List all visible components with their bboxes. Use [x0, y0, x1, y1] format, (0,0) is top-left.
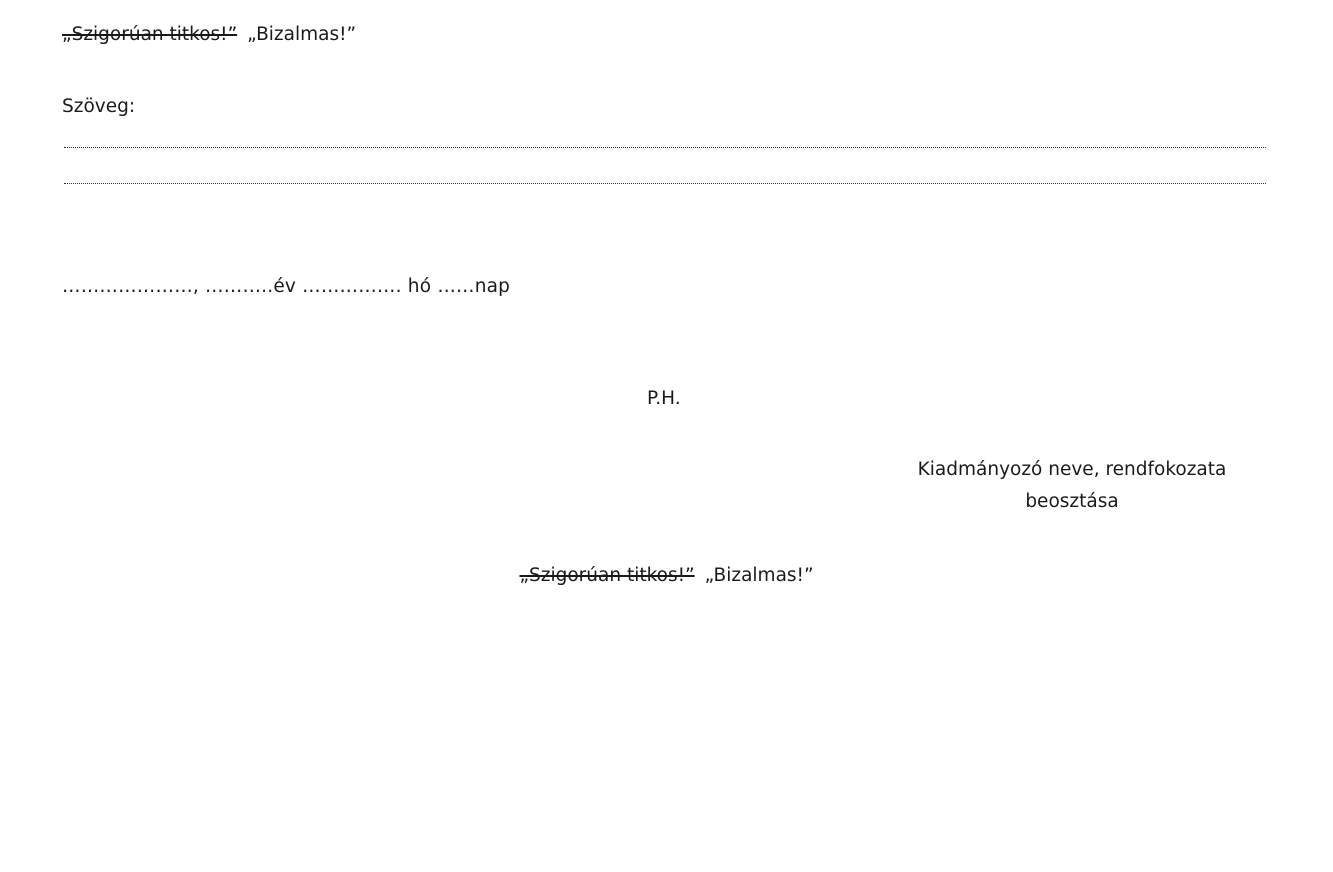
text-label: Szöveg: [62, 96, 136, 117]
signatory-name-rank: Kiadmányozó neve, rendfokozata [917, 459, 1227, 480]
text-dotted-line-2 [64, 183, 1266, 184]
classification-struck: „Szigorúan titkos!” [62, 24, 238, 45]
footer-classification: „Szigorúan titkos!” „Bizalmas!” [0, 565, 1333, 587]
classification-active: „Bizalmas!” [247, 24, 357, 45]
signatory-position: beosztása [1025, 491, 1119, 512]
text-dotted-line-1 [64, 147, 1266, 148]
classification-active: „Bizalmas!” [704, 565, 814, 586]
stamp-placeholder: P.H. [647, 388, 681, 409]
classification-struck: „Szigorúan titkos!” [519, 565, 695, 586]
signatory-block: Kiadmányozó neve, rendfokozata beosztása [880, 454, 1264, 518]
date-line: …………………, ………..év ……………. hó ……nap [62, 276, 511, 297]
header-classification: „Szigorúan titkos!” „Bizalmas!” [62, 24, 356, 46]
